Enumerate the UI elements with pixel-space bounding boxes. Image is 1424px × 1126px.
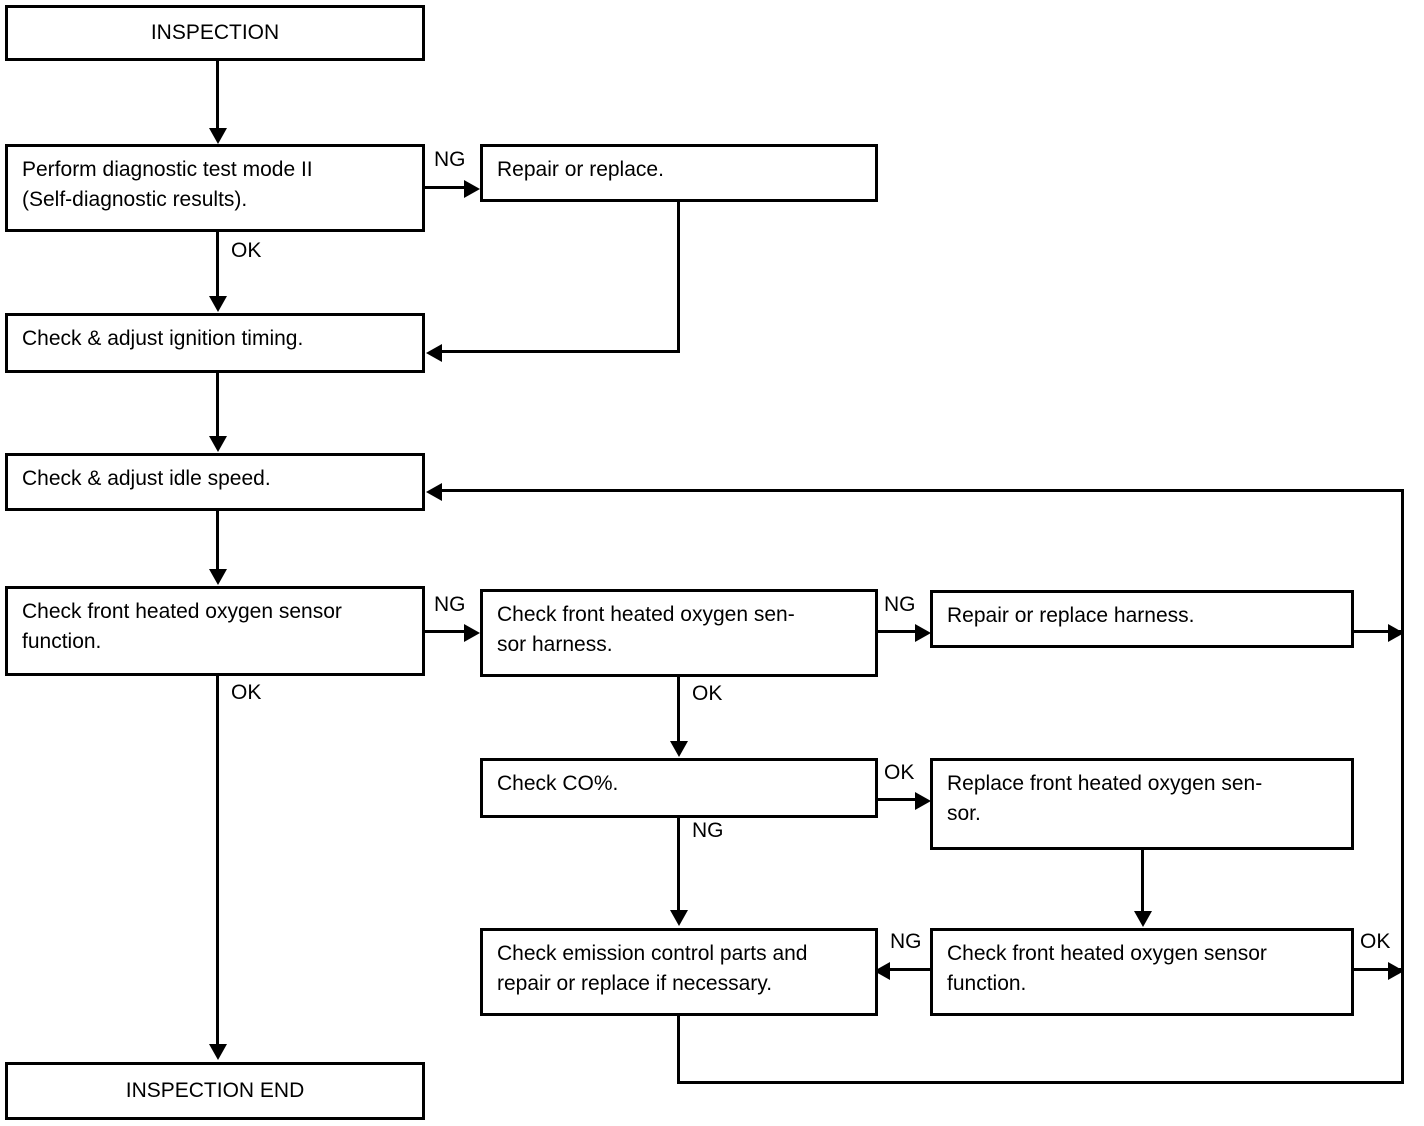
edge-label-harness-ng: NG — [884, 593, 916, 616]
edge-o2-function-ok — [216, 676, 219, 1045]
arrowhead-down-o2-function-2 — [1134, 911, 1152, 927]
node-inspection-start-label: INSPECTION — [150, 21, 280, 44]
edge-idle-to-o2-function — [216, 511, 219, 570]
node-check-emission-parts[interactable]: Check emission control parts and repair … — [480, 928, 878, 1016]
edge-repair-replace-left — [442, 350, 680, 353]
edge-label-diagnostic-ng: NG — [434, 148, 466, 171]
node-perform-diagnostic[interactable]: Perform diagnostic test mode II (Self-di… — [5, 144, 425, 232]
node-repair-or-replace[interactable]: Repair or replace. — [480, 144, 878, 202]
arrowhead-down-ignition-timing — [209, 296, 227, 312]
arrowhead-right-o2-harness — [464, 624, 480, 642]
edge-harness-ok — [677, 677, 680, 742]
edge-label-co-ng: NG — [692, 819, 724, 842]
edge-label-o2-function-2-ng: NG — [890, 930, 922, 953]
node-check-front-o2-function-2[interactable]: Check front heated oxygen sensor functio… — [930, 928, 1354, 1016]
edge-repair-harness-to-bus — [1353, 630, 1403, 633]
arrowhead-down-o2-function — [209, 569, 227, 585]
node-check-front-o2-function[interactable]: Check front heated oxygen sensor functio… — [5, 586, 425, 676]
edge-label-o2-function-ok: OK — [231, 681, 262, 704]
edge-label-o2-function-2-ok: OK — [1360, 930, 1391, 953]
edge-label-co-ok: OK — [884, 761, 915, 784]
node-inspection-start[interactable]: INSPECTION — [5, 5, 425, 61]
edge-return-bus-to-idle — [442, 489, 1404, 492]
arrowhead-down-diagnostic — [209, 128, 227, 144]
arrowhead-right-repair-harness — [915, 624, 931, 642]
arrowhead-left-emission-parts — [874, 962, 890, 980]
edge-label-harness-ok: OK — [692, 682, 723, 705]
node-check-idle-speed[interactable]: Check & adjust idle speed. — [5, 453, 425, 511]
edge-diagnostic-ok — [216, 231, 219, 297]
arrowhead-left-ignition-timing — [426, 344, 442, 362]
node-check-front-o2-harness[interactable]: Check front heated oxygen sen- sor harne… — [480, 589, 878, 677]
edge-repair-replace-down — [677, 200, 680, 353]
arrowhead-right-repair-replace — [464, 180, 480, 198]
node-check-ignition-timing[interactable]: Check & adjust ignition timing. — [5, 313, 425, 373]
arrowhead-down-idle-speed — [209, 436, 227, 452]
arrowhead-right-replace-sensor — [915, 792, 931, 810]
edge-replace-to-o2-function-2 — [1141, 850, 1144, 912]
edge-ignition-to-idle — [216, 373, 219, 437]
edge-o2-function-ng — [424, 630, 468, 633]
edge-o2-function-2-ok — [1353, 968, 1403, 971]
arrowhead-down-check-co — [670, 741, 688, 757]
edge-label-diagnostic-ok: OK — [231, 239, 262, 262]
edge-start-to-diagnostic — [216, 61, 219, 129]
edge-co-ng — [677, 818, 680, 911]
edge-emission-parts-down — [677, 1016, 680, 1084]
arrowhead-right-bus-o2-function-2 — [1388, 962, 1404, 980]
node-replace-front-o2-sensor[interactable]: Replace front heated oxygen sen- sor. — [930, 758, 1354, 850]
arrowhead-right-bus-harness — [1388, 624, 1404, 642]
node-repair-replace-harness[interactable]: Repair or replace harness. — [930, 590, 1354, 648]
node-inspection-end[interactable]: INSPECTION END — [5, 1062, 425, 1120]
edge-co-ok — [877, 798, 919, 801]
node-check-co[interactable]: Check CO%. — [480, 758, 878, 818]
arrowhead-down-emission-parts — [670, 910, 688, 926]
node-inspection-end-label: INSPECTION END — [125, 1079, 305, 1102]
edge-right-vertical-bus — [1401, 489, 1404, 1084]
edge-o2-function-2-ng — [890, 968, 932, 971]
arrowhead-down-inspection-end — [209, 1044, 227, 1060]
arrowhead-left-idle-speed — [426, 483, 442, 501]
edge-diagnostic-ng — [424, 186, 468, 189]
edge-harness-ng — [877, 630, 919, 633]
edge-label-o2-function-ng: NG — [434, 593, 466, 616]
edge-bottom-bus — [677, 1081, 1404, 1084]
